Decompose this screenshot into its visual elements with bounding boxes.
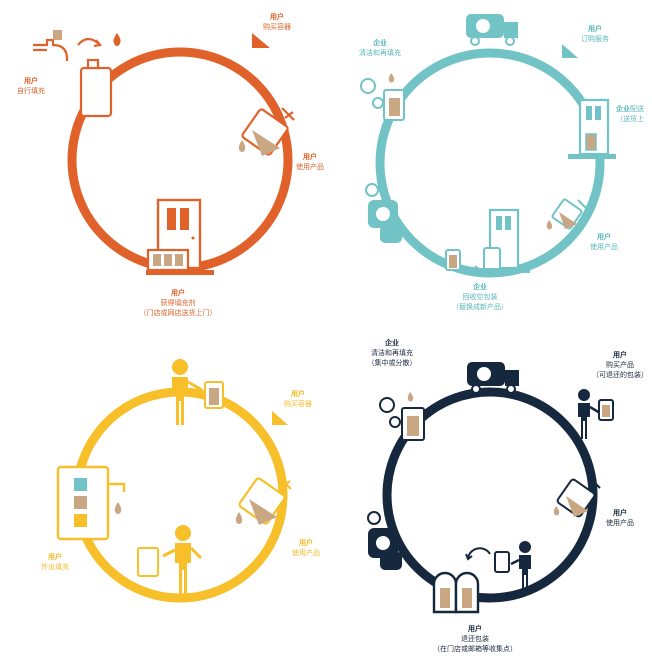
cleaning-machine-icon: [365, 183, 402, 243]
label-text: 回收空包装: [462, 293, 498, 301]
clean-refill-icon: [379, 392, 425, 441]
label-text: 清洁和再填充: [359, 49, 401, 57]
label-subtext: （集中或分散）: [367, 359, 417, 367]
panel-refill-on-the-go-subscription: [360, 14, 616, 278]
panel-refill-at-store: [56, 359, 292, 603]
collect-empty-icon: [445, 208, 530, 273]
label-text: 清洁和再填充: [371, 349, 413, 357]
label-text: 外出填充: [41, 563, 69, 571]
label-text: 使用产品: [590, 243, 618, 251]
pouring-bottle-icon: [546, 198, 587, 230]
clean-refill-icon: [360, 73, 405, 121]
panel-refill-at-home: [33, 30, 295, 275]
label-use-product: 用户 使用产品: [598, 508, 642, 528]
shop-door-icon: [146, 198, 214, 275]
faucet-icon: [33, 30, 121, 61]
label-title: 企业: [385, 339, 399, 347]
pouring-bottle-icon: [238, 107, 295, 156]
label-title: 用户: [48, 553, 62, 561]
pouring-bottle-icon: [553, 477, 601, 518]
label-buy-product: 用户 购买产品 （可退还的包装）: [588, 350, 652, 380]
label-use-product: 用户 使用产品: [582, 232, 626, 252]
label-text: 购买容器: [263, 23, 291, 31]
label-title: 企业: [473, 283, 487, 291]
label-text: 获得填充剂: [160, 299, 196, 307]
label-title: 用户: [171, 289, 185, 297]
label-text: 自行填充: [17, 87, 45, 95]
corner-triangle-icon: [272, 411, 288, 425]
label-subscribe: 用户 订购服务: [570, 24, 620, 44]
label-buy-container: 用户 购买容器: [276, 389, 320, 409]
label-subtext: （可退还的包装）: [592, 371, 648, 379]
label-text: 购买产品: [606, 361, 634, 369]
label-text: 退还包装: [461, 635, 489, 643]
label-subtext: （门店或网店送货上门）: [139, 309, 217, 317]
label-title: 用户: [291, 390, 305, 398]
cleaning-machine-icon: [367, 511, 402, 570]
delivery-truck-icon: [467, 362, 519, 394]
return-bins-icon: [432, 541, 531, 614]
label-deliver: 企业配送 （送货上: [616, 104, 652, 124]
label-use-product: 用户 使用产品: [288, 152, 332, 172]
label-use-product: 用户 使用产品: [284, 538, 328, 558]
label-return-packaging: 用户 退还包装 （在门店或邮箱等收集点）: [420, 624, 530, 654]
label-collect-empty: 企业 回收空包装 （替换成新产品）: [440, 282, 520, 312]
label-clean-refill: 企业 清洁和再填充: [346, 38, 414, 58]
label-title-suffix: 配送: [630, 105, 644, 113]
label-title: 用户: [613, 351, 627, 359]
label-buy-container: 用户 购买容器: [252, 12, 302, 32]
label-title: 企业: [616, 105, 630, 113]
label-title: 用户: [299, 539, 313, 547]
label-title: 用户: [468, 625, 482, 633]
label-text: 购买容器: [284, 400, 312, 408]
label-title: 用户: [588, 25, 602, 33]
person-with-bottle-icon: [172, 359, 224, 425]
label-text: 订购服务: [581, 35, 609, 43]
delivery-truck-icon: [466, 14, 518, 46]
label-subtext: （替换成新产品）: [452, 303, 508, 311]
label-text: 使用产品: [606, 519, 634, 527]
panel-return-packaging: [367, 362, 614, 614]
pouring-bottle-icon: [235, 476, 292, 525]
label-title: 用户: [270, 13, 284, 21]
bottle-icon: [79, 58, 113, 118]
corner-triangle-icon: [252, 33, 270, 48]
refill-station-icon: [56, 465, 126, 541]
label-text: （送货上: [616, 115, 644, 123]
label-subtext: （在门店或邮箱等收集点）: [433, 645, 517, 653]
label-title: 用户: [24, 77, 38, 85]
corner-triangle-icon: [562, 44, 578, 58]
label-title: 用户: [303, 153, 317, 161]
label-clean-refill: 企业 清洁和再填充 （集中或分散）: [352, 338, 432, 368]
label-refill-outside: 用户 外出填充: [32, 552, 78, 572]
label-title: 用户: [613, 509, 627, 517]
label-self-refill: 用户 自行填充: [4, 76, 58, 96]
label-title: 用户: [597, 233, 611, 241]
person-with-bottle-icon: [578, 389, 614, 439]
home-door-icon: [568, 98, 616, 159]
label-obtain-refill: 用户 获得填充剂 （门店或网店送货上门）: [118, 288, 238, 318]
label-text: 使用产品: [296, 163, 324, 171]
label-title: 企业: [373, 39, 387, 47]
label-text: 使用产品: [292, 549, 320, 557]
person-with-empty-bottle-icon: [137, 525, 203, 596]
